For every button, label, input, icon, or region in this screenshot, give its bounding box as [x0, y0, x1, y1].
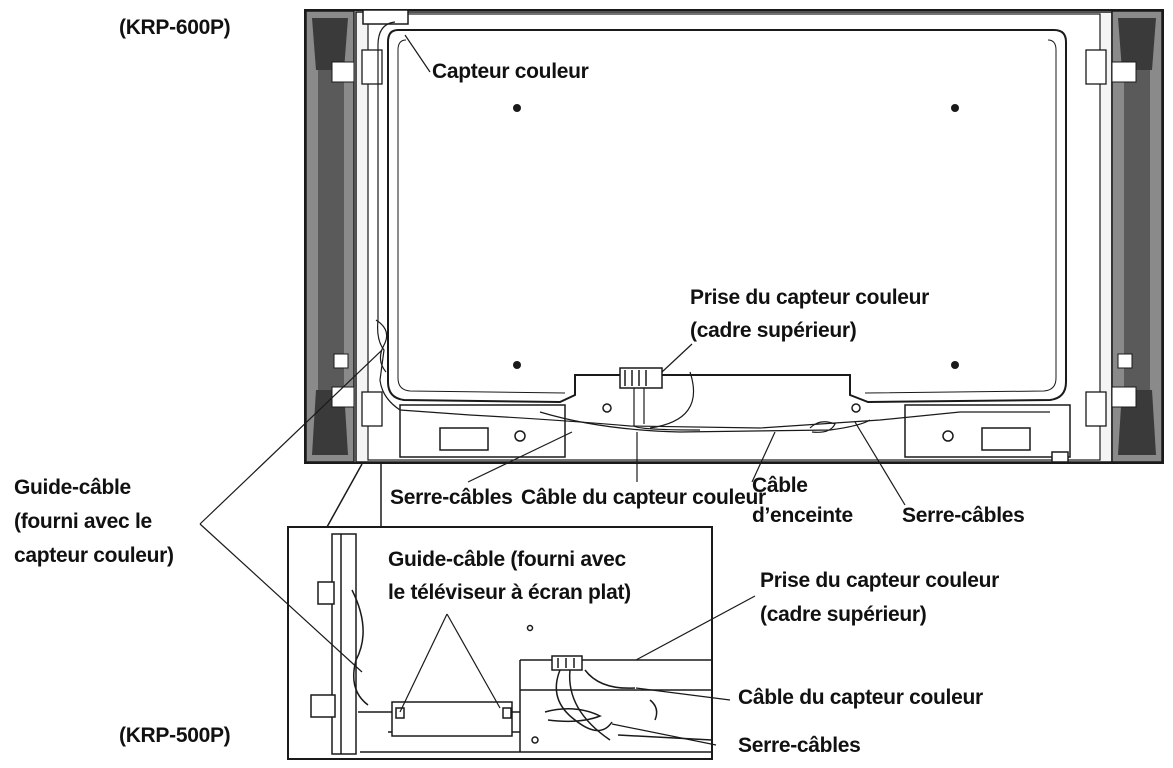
label-inset-cable-ties: Serre-câbles — [738, 734, 861, 757]
label-cable-guide-sensor-line2: (fourni avec le — [14, 510, 152, 533]
screw-holes — [513, 104, 959, 369]
right-speaker — [1111, 10, 1163, 463]
leader-lines — [199, 34, 906, 746]
mounting-brackets — [361, 49, 1107, 427]
inset-detail — [287, 463, 713, 760]
label-cable-guide-tv-line2: le téléviseur à écran plat) — [388, 581, 631, 604]
label-color-sensor: Capteur couleur — [432, 60, 589, 83]
label-speaker-cable-line1: Câble — [752, 474, 808, 497]
label-sensor-jack-line2: (cadre supérieur) — [690, 319, 857, 342]
label-cable-guide-sensor-line1: Guide-câble — [14, 476, 131, 499]
label-cable-guide-sensor-line3: capteur couleur) — [14, 544, 174, 567]
cables — [375, 21, 1050, 433]
label-inset-sensor-cable: Câble du capteur couleur — [738, 686, 983, 709]
label-sensor-jack-line1: Prise du capteur couleur — [690, 286, 930, 309]
label-sensor-cable: Câble du capteur couleur — [521, 486, 766, 509]
tv-rear-panel — [304, 9, 1164, 464]
model-label-bottom: (KRP-500P) — [119, 724, 231, 747]
left-speaker — [305, 10, 355, 463]
model-label-top: (KRP-600P) — [119, 16, 231, 39]
label-inset-sensor-jack-line1: Prise du capteur couleur — [760, 569, 1000, 592]
label-cable-ties-right: Serre-câbles — [902, 504, 1025, 527]
label-cable-ties-left: Serre-câbles — [390, 486, 513, 509]
label-speaker-cable-line2: d’enceinte — [752, 504, 853, 527]
label-cable-guide-tv-line1: Guide-câble (fourni avec — [388, 548, 626, 571]
label-inset-sensor-jack-line2: (cadre supérieur) — [760, 603, 927, 626]
